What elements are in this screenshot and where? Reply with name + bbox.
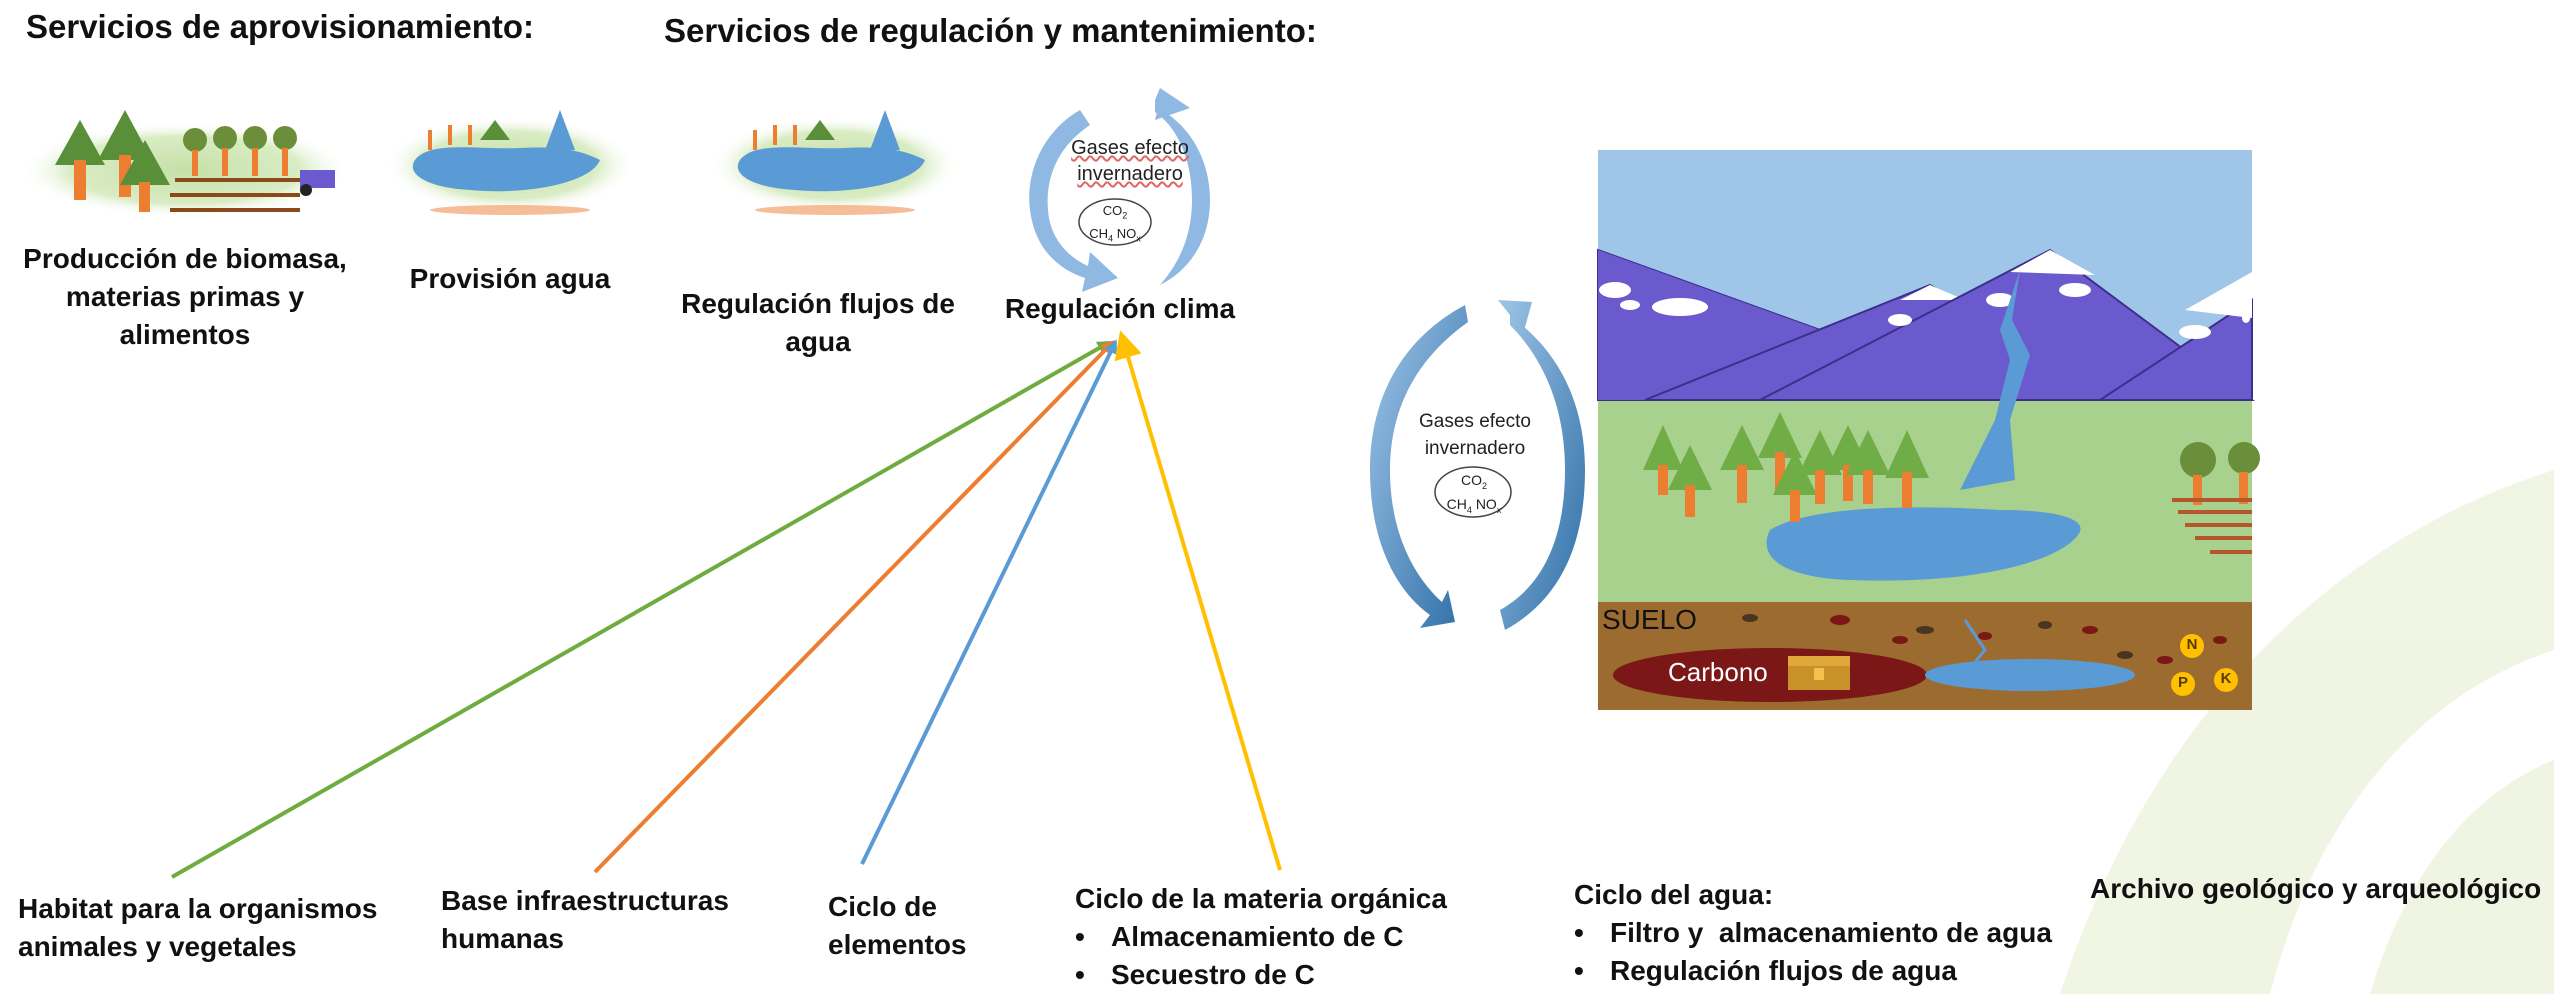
- biomass-label-line2: materias primas y alimentos: [65, 281, 305, 350]
- large-ghg-line1: Gases efecto: [1419, 411, 1531, 432]
- ghg-cycle-arrows: [1370, 300, 1585, 630]
- nutrient-k-label: K: [2220, 670, 2232, 687]
- organic-cycle-item: Secuestro de C: [1075, 956, 1447, 994]
- infrastructure-label: Base infraestructuras humanas: [441, 882, 729, 958]
- elements-label: Ciclo de elementos: [828, 888, 967, 964]
- orchard: [2172, 442, 2260, 554]
- habitat-label-line1: Habitat para la organismos: [18, 893, 378, 924]
- biomass-label: Producción de biomasa, materias primas y…: [0, 240, 370, 354]
- small-no-label: NO: [1116, 225, 1137, 241]
- provisioning-header: Servicios de aprovisionamiento:: [26, 8, 534, 45]
- organic-cycle-label: Ciclo de la materia orgánica Almacenamie…: [1075, 880, 1447, 994]
- organic-cycle-title: Ciclo de la materia orgánica: [1075, 883, 1447, 914]
- soil-label: SUELO: [1602, 604, 1697, 635]
- habitat-label: Habitat para la organismos animales y ve…: [18, 890, 377, 966]
- small-ch4-label: CH: [1089, 225, 1109, 241]
- infrastructure-label-line2: humanas: [441, 923, 564, 954]
- water-cycle-title: Ciclo del agua:: [1574, 879, 1774, 910]
- water-cycle-list: Filtro y almacenamiento de agua Regulaci…: [1574, 914, 2052, 990]
- elements-label-line2: elementos: [828, 929, 967, 960]
- small-gas-bubble: [1078, 198, 1152, 246]
- water-provision-icon: [385, 110, 635, 215]
- nutrient-p-label: P: [2177, 674, 2188, 691]
- water-flow-icon: [710, 110, 960, 215]
- water-cycle-label: Ciclo del agua: Filtro y almacenamiento …: [1574, 876, 2052, 990]
- large-ghg-text: Gases efecto invernadero: [1390, 408, 1560, 462]
- climate-label: Regulación clima: [1004, 293, 1236, 324]
- forest: [1643, 412, 1929, 522]
- small-gas-formulas: CO2 CH4 NOx: [1089, 203, 1141, 244]
- small-co2-label: CO: [1102, 203, 1123, 218]
- nutrient-k-icon: [2214, 668, 2238, 692]
- large-co2-label: CO: [1460, 472, 1482, 488]
- elements-arrow: [860, 339, 1117, 865]
- biomass-icon: [20, 110, 350, 218]
- small-ghg-text: Gases efecto invernadero: [1040, 135, 1220, 187]
- nutrient-p-icon: [2171, 672, 2195, 696]
- archive-label: Archivo geológico y arqueológico: [2090, 873, 2542, 904]
- biomass-label-line1: Producción de biomasa,: [23, 243, 347, 274]
- watermark-logo: [2060, 470, 2554, 994]
- treasure-chest-icon: [1788, 656, 1850, 690]
- water-cycle-item: Regulación flujos de agua: [1574, 952, 2052, 990]
- large-ch4-label: CH: [1446, 495, 1467, 512]
- infrastructure-label-line1: Base infraestructuras: [441, 885, 729, 916]
- infrastructure-arrow: [593, 340, 1115, 874]
- water-cycle-item: Filtro y almacenamiento de agua: [1574, 914, 2052, 952]
- landscape-illustration: [1597, 150, 2260, 710]
- nutrient-n-icon: [2180, 634, 2204, 658]
- organic-arrow: [1114, 330, 1282, 871]
- large-no-label: NO: [1475, 495, 1497, 512]
- elements-label-line1: Ciclo de: [828, 891, 937, 922]
- carbon-label: Carbono: [1668, 657, 1768, 687]
- large-gas-bubble: [1434, 466, 1512, 518]
- small-ghg-line2: invernadero: [1077, 163, 1183, 185]
- nutrient-n-label: N: [2186, 636, 2198, 653]
- water-provision-label: Provisión agua: [409, 263, 611, 294]
- water-flow-label: Regulación flujos de agua: [681, 288, 955, 357]
- large-ghg-line2: invernadero: [1424, 438, 1526, 459]
- organic-cycle-item: Almacenamiento de C: [1075, 918, 1447, 956]
- habitat-arrow: [171, 341, 1112, 879]
- large-gas-formulas: CO2 CH4 NOx: [1446, 472, 1502, 515]
- regulation-header: Servicios de regulación y mantenimiento:: [664, 12, 1317, 49]
- small-ghg-line1: Gases efecto: [1071, 137, 1189, 159]
- organic-cycle-list: Almacenamiento de C Secuestro de C: [1075, 918, 1447, 994]
- climate-cycle-icon: [1029, 88, 1210, 292]
- habitat-label-line2: animales y vegetales: [18, 931, 297, 962]
